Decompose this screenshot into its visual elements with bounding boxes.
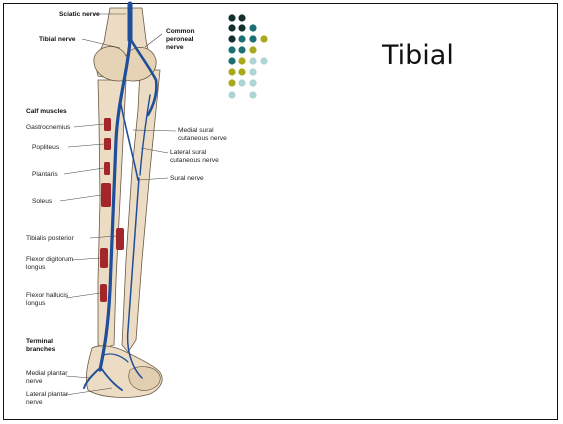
soleus-marker bbox=[101, 183, 111, 207]
popliteus-marker bbox=[104, 138, 111, 150]
label-plantaris: Plantaris bbox=[32, 171, 58, 178]
label-common-peroneal-2: peroneal bbox=[166, 36, 194, 43]
label-lateral-plantar-2: nerve bbox=[26, 399, 43, 406]
tibialis-posterior-marker bbox=[116, 228, 124, 250]
label-common-peroneal-1: Common bbox=[166, 28, 195, 35]
label-fdl-1: Flexor digitorum bbox=[26, 256, 74, 263]
label-sural-nerve: Sural nerve bbox=[170, 175, 204, 182]
label-lateral-plantar-1: Lateral plantar bbox=[26, 391, 69, 398]
label-common-peroneal-3: nerve bbox=[166, 44, 184, 51]
label-soleus: Soleus bbox=[32, 198, 53, 205]
label-medial-plantar-1: Medial plantar bbox=[26, 370, 68, 377]
fhl-marker bbox=[100, 284, 107, 302]
label-terminal-1: Terminal bbox=[26, 338, 53, 345]
label-fhl-1: Flexor hallucis bbox=[26, 292, 69, 299]
gastrocnemius-marker bbox=[104, 118, 111, 131]
label-medial-sural-2: cutaneous nerve bbox=[178, 135, 227, 142]
fdl-marker bbox=[100, 248, 108, 268]
fibula-bone bbox=[122, 70, 160, 352]
label-medial-plantar-2: nerve bbox=[26, 378, 43, 385]
label-terminal-2: branches bbox=[26, 346, 56, 353]
label-lateral-sural-2: cutaneous nerve bbox=[170, 157, 219, 164]
label-calf-muscles: Calf muscles bbox=[26, 108, 67, 115]
label-gastrocnemius: Gastrocnemius bbox=[26, 124, 71, 131]
label-tibial-nerve: Tibial nerve bbox=[39, 36, 76, 43]
decorative-dot-grid bbox=[228, 14, 267, 98]
label-popliteus: Popliteus bbox=[32, 144, 60, 151]
label-fhl-2: longus bbox=[26, 300, 46, 307]
heel-bone bbox=[129, 367, 160, 391]
label-tibialis-posterior: Tibialis posterior bbox=[26, 235, 75, 242]
label-fdl-2: longus bbox=[26, 264, 46, 271]
plantaris-marker bbox=[104, 162, 110, 175]
label-medial-sural-1: Medial sural bbox=[178, 127, 214, 134]
label-lateral-sural-1: Lateral sural bbox=[170, 149, 207, 156]
label-sciatic-nerve: Sciatic nerve bbox=[59, 11, 100, 18]
